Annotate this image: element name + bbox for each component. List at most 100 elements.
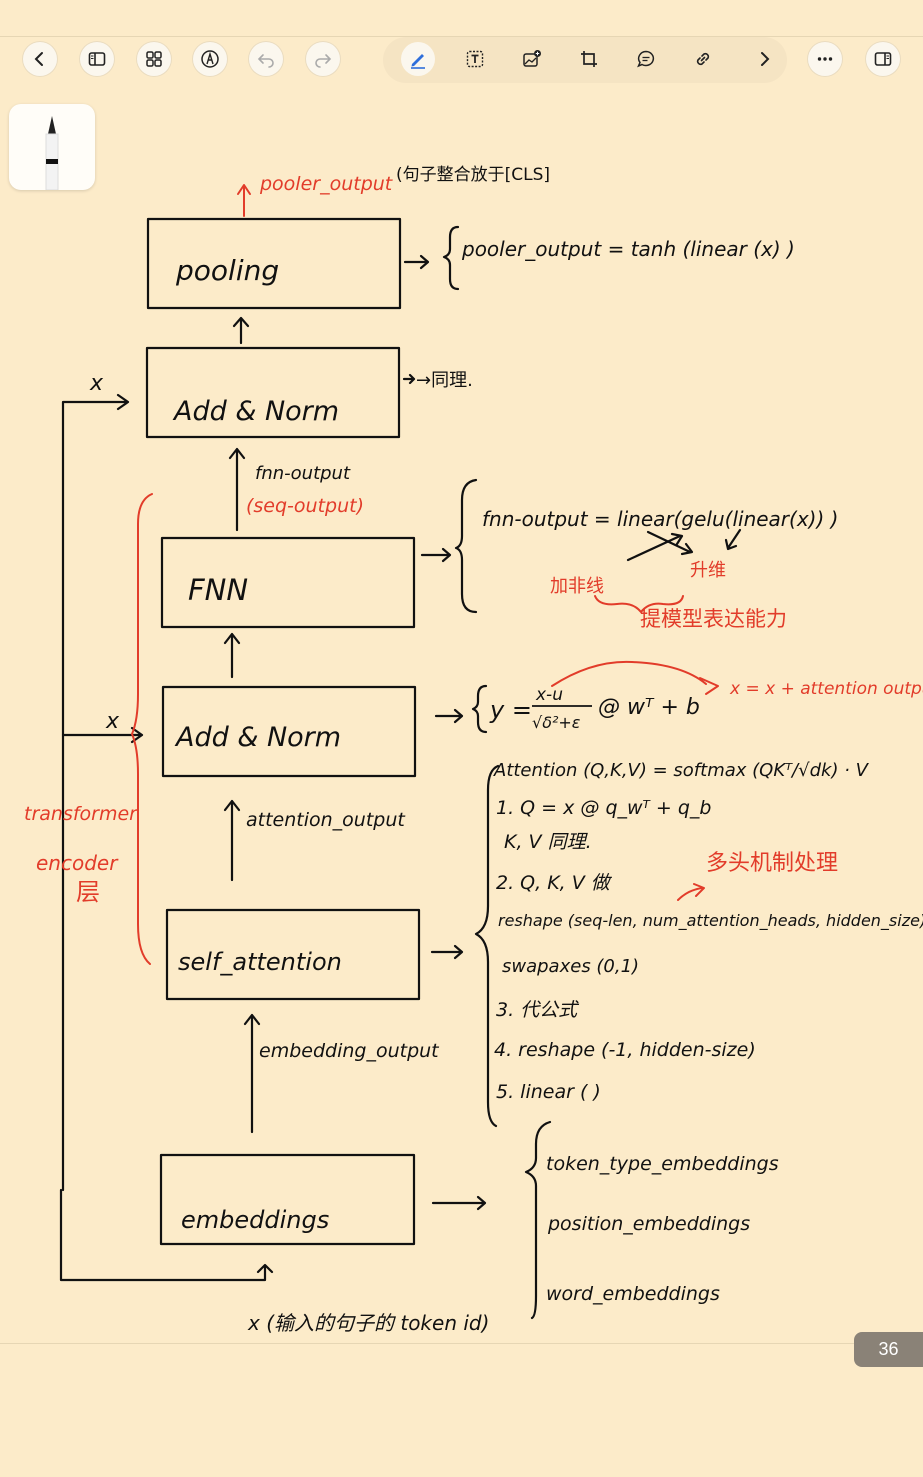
multihead-arrow	[677, 883, 705, 901]
pooling-box	[146, 217, 402, 310]
add-norm-top-box	[145, 346, 401, 439]
fnn-formula: fnn-output = linear(gelu(linear(x)) )	[482, 507, 838, 531]
toolbar-divider	[0, 36, 923, 37]
arrow-right	[403, 254, 430, 270]
input-note: x (输入的句子的 token id)	[247, 1311, 489, 1335]
chevron-left-icon	[34, 52, 43, 66]
arrow-right	[420, 547, 452, 563]
step-4: 4. reshape (-1, hidden-size)	[494, 1039, 756, 1061]
active-pen-tool[interactable]	[9, 104, 95, 191]
fnn-box	[160, 536, 416, 629]
pooling-label: pooling	[175, 254, 279, 287]
step-2: 2. Q, K, V 做	[496, 872, 613, 894]
residual-line-top	[61, 393, 130, 1192]
page-number-badge: 36	[854, 1332, 923, 1367]
arrow-right	[430, 944, 464, 960]
chevron-right-icon	[761, 52, 770, 66]
brace	[474, 764, 500, 1128]
page-divider	[0, 1343, 923, 1344]
embeddings-label: embeddings	[181, 1206, 329, 1234]
step-3: 3. 代公式	[496, 999, 580, 1021]
cross-arrow	[626, 532, 684, 562]
sidebar-toggle-button[interactable]	[80, 42, 114, 76]
arrow-right	[434, 708, 464, 724]
arrow-up	[223, 632, 241, 679]
fnn-label: FNN	[188, 573, 248, 607]
insert-image-button[interactable]	[515, 42, 549, 76]
same-note: →同理.	[416, 370, 473, 391]
attention-output-label: attention_output	[246, 809, 406, 831]
redo-button[interactable]	[306, 42, 340, 76]
cross-arrow	[646, 530, 694, 556]
layernorm-lhs: y =	[489, 696, 532, 724]
residual-note-arrow	[551, 660, 719, 695]
crop-button[interactable]	[572, 42, 606, 76]
brace	[524, 1120, 552, 1320]
encoder-label: encoder	[36, 851, 119, 875]
pooler-formula: pooler_output = tanh (linear (x) )	[461, 237, 795, 261]
arrow-right	[431, 1195, 487, 1211]
more-options-button[interactable]	[808, 42, 842, 76]
arrow-up	[228, 447, 246, 532]
residual-note: x = x + attention output	[729, 679, 923, 699]
pooler-output-note: (句子整合放于[CLS]	[396, 165, 550, 185]
embed-item: token_type_embeddings	[546, 1153, 779, 1175]
x-label-mid: x	[105, 709, 120, 734]
embeddings-box	[159, 1153, 416, 1246]
transformer-label: transformer	[24, 803, 138, 825]
x-label-top: x	[89, 371, 104, 396]
attention-formula: Attention (Q,K,V) = softmax (QKᵀ/√dk) · …	[493, 760, 870, 781]
layernorm-numerator: x-u	[535, 685, 563, 705]
image-add-icon	[523, 50, 541, 67]
self-attention-label: self_attention	[178, 948, 342, 976]
comment-button[interactable]	[629, 42, 663, 76]
more-tools-button[interactable]	[747, 42, 781, 76]
sidebar-icon	[88, 52, 106, 66]
seq-output-label: (seq-output)	[246, 495, 364, 517]
brace	[454, 478, 478, 614]
embedding-output-label: embedding_output	[259, 1040, 440, 1062]
grid-icon	[146, 51, 162, 67]
arrow-up	[243, 1013, 261, 1134]
add-norm-mid-box	[161, 685, 417, 778]
embed-item: position_embeddings	[547, 1213, 750, 1235]
layernorm-denominator: √δ²+ε	[532, 713, 581, 732]
step-2-reshape: reshape (seq-len, num_attention_heads, h…	[498, 911, 923, 931]
add-norm-top-label: Add & Norm	[172, 396, 339, 427]
step-2-swap: swapaxes (0,1)	[502, 956, 639, 977]
arrow-down	[724, 528, 742, 551]
crop-icon	[581, 51, 597, 67]
panel-toggle-button[interactable]	[866, 42, 900, 76]
comment-icon	[637, 50, 655, 68]
input-line	[59, 1188, 274, 1282]
redo-icon	[315, 54, 332, 68]
link-button[interactable]	[686, 42, 720, 76]
brace	[442, 225, 460, 291]
pen-tool-icon	[45, 116, 59, 191]
more-icon	[817, 57, 833, 61]
fnn-output-label: fnn-output	[255, 463, 351, 484]
residual-line-mid	[61, 726, 144, 744]
markup-button[interactable]	[193, 42, 227, 76]
brace	[471, 684, 488, 734]
pen-nib-icon	[201, 50, 219, 68]
add-norm-mid-label: Add & Norm	[174, 722, 341, 753]
step-5: 5. linear ( )	[496, 1081, 601, 1103]
nonlinear-note: 加非线	[550, 576, 604, 597]
grid-view-button[interactable]	[137, 42, 171, 76]
pooler-output-arrow	[237, 184, 251, 217]
undo-icon	[257, 54, 274, 68]
link-icon	[696, 52, 710, 66]
pen-icon	[411, 54, 425, 69]
text-box-icon	[466, 50, 484, 68]
expressive-note: 提模型表达能力	[640, 607, 787, 631]
pen-tool-button[interactable]	[401, 42, 435, 76]
back-button[interactable]	[23, 42, 57, 76]
text-box-button[interactable]	[458, 42, 492, 76]
arrow-up	[232, 316, 250, 345]
step-1b: K, V 同理.	[504, 831, 592, 853]
tool-group	[383, 37, 787, 83]
undo-button[interactable]	[249, 42, 283, 76]
underline-brace	[594, 595, 684, 613]
